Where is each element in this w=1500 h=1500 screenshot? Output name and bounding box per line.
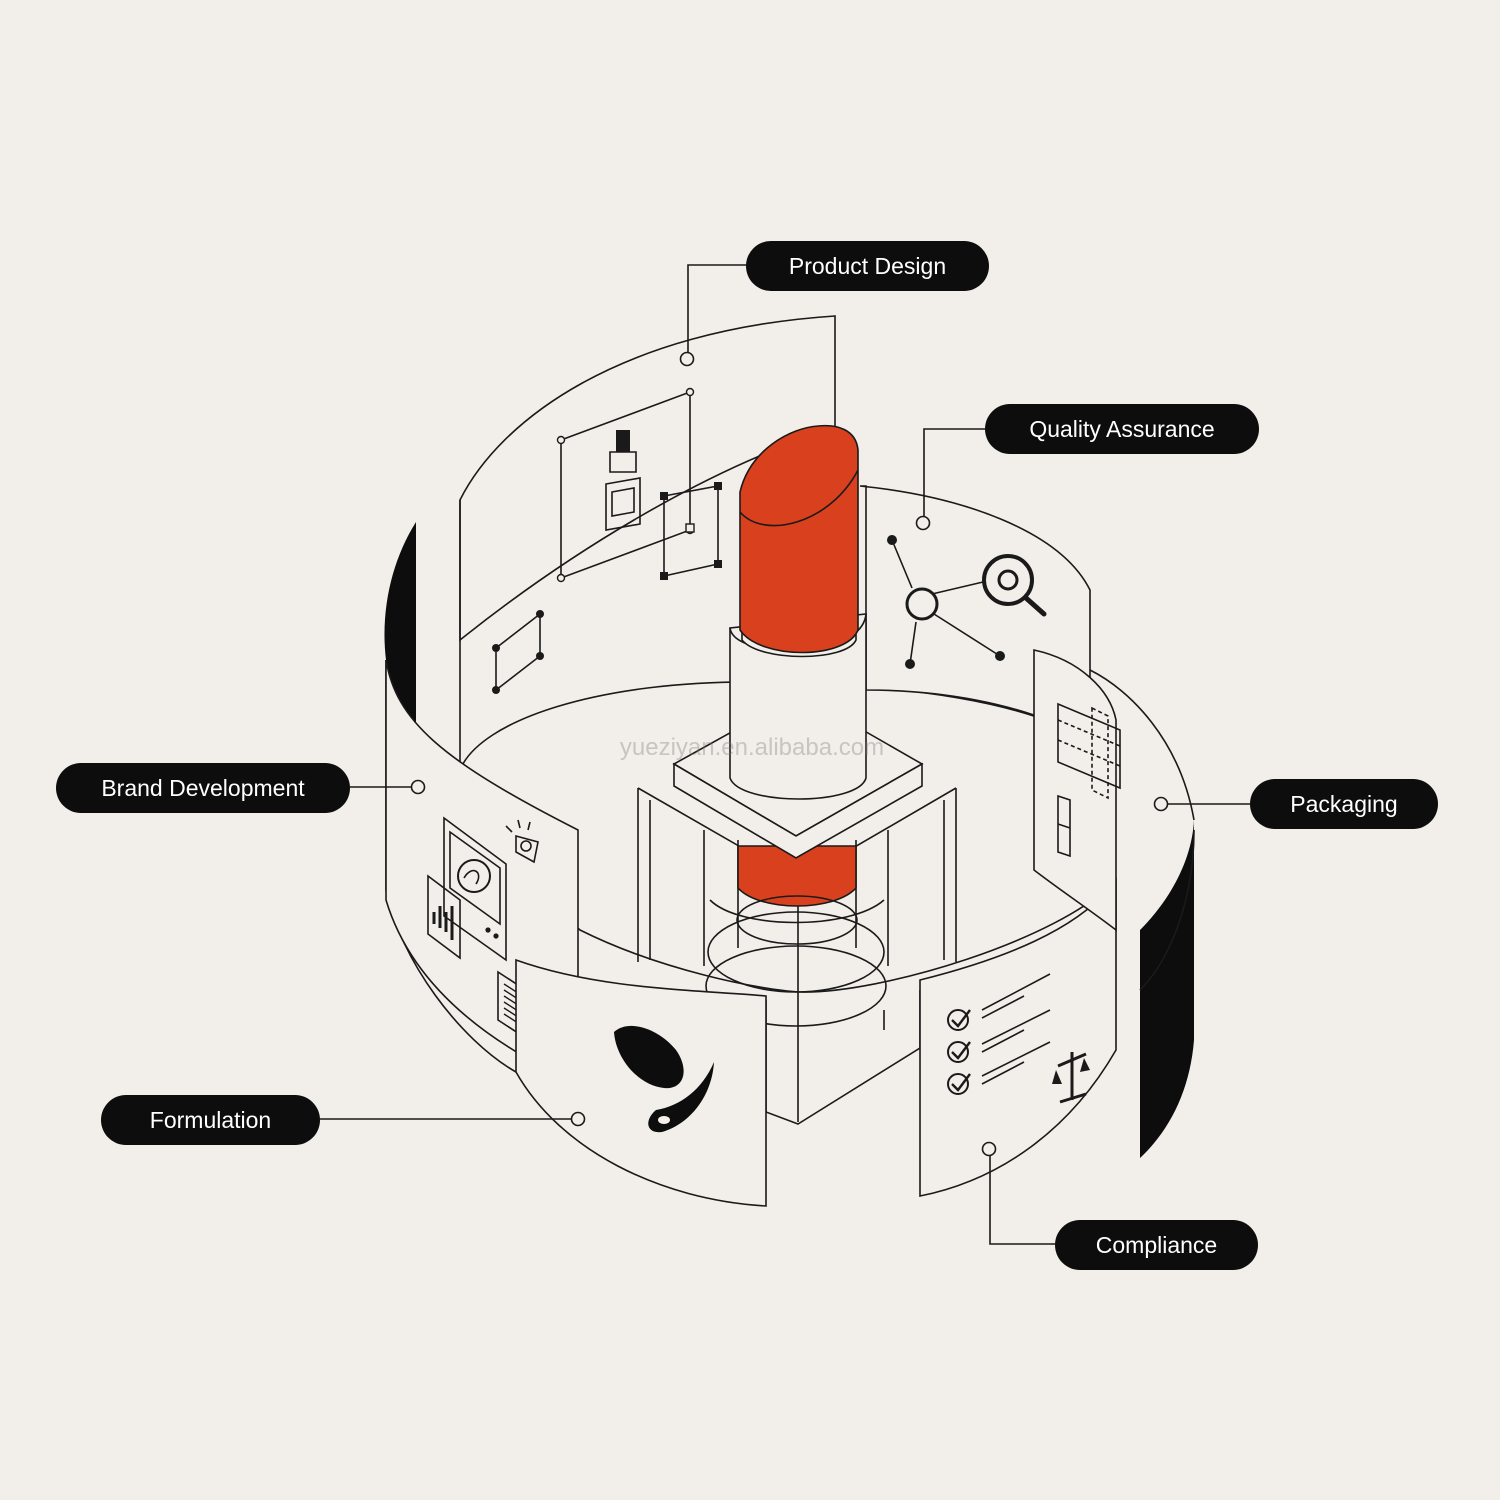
label-brand-development: Brand Development — [56, 763, 350, 813]
label-quality-assurance: Quality Assurance — [985, 404, 1259, 454]
watermark: yueziyan.en.alibaba.com — [612, 734, 892, 762]
right-dark-strip — [1140, 820, 1194, 1158]
label-compliance: Compliance — [1055, 1220, 1258, 1270]
small-frame-icon — [492, 610, 544, 694]
formulation-panel — [516, 960, 766, 1206]
label-product-design: Product Design — [746, 241, 989, 291]
label-formulation: Formulation — [101, 1095, 320, 1145]
label-packaging: Packaging — [1250, 779, 1438, 829]
packaging-panel — [1034, 650, 1116, 930]
compliance-panel — [920, 880, 1116, 1196]
